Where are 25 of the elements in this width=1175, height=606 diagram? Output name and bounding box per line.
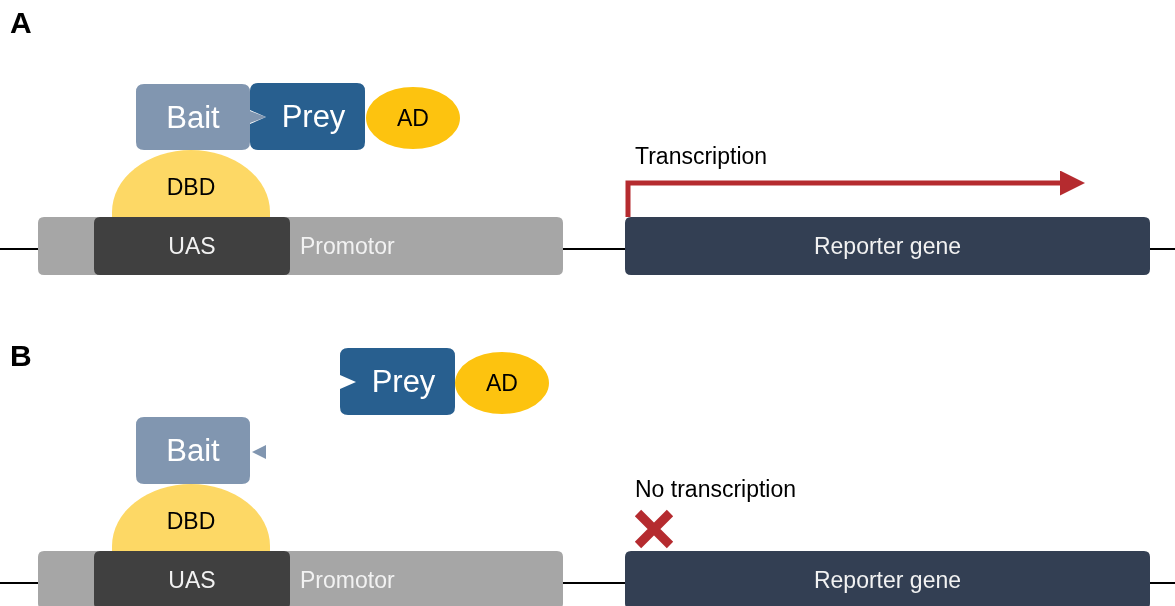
dna-strand-line: [1149, 248, 1175, 250]
node-label: UAS: [168, 568, 216, 592]
node-label: AD: [397, 106, 429, 130]
node-label: AD: [486, 371, 518, 395]
edge-label: Transcription: [635, 145, 768, 168]
node-label: Prey: [371, 366, 436, 397]
dna-strand-line: [562, 248, 626, 250]
node-label: Bait: [166, 435, 220, 466]
panel-letter: B: [10, 341, 32, 371]
dna-strand-line: [562, 582, 626, 584]
dna-strand-line: [0, 248, 39, 250]
node-label: DBD: [166, 509, 216, 533]
transcription-arrow: [625, 170, 1085, 217]
node-label: UAS: [168, 234, 216, 258]
note-text: No transcription: [635, 478, 797, 501]
dna-strand-line: [1149, 582, 1175, 584]
panel-letter: A: [10, 8, 32, 38]
node-label: Bait: [166, 101, 220, 133]
node-label: Prey: [281, 101, 346, 132]
node-label: Promotor: [300, 234, 395, 258]
dna-strand-line: [0, 582, 39, 584]
node-label: Promotor: [300, 568, 395, 592]
node-label: Reporter gene: [813, 568, 961, 592]
node-label: Reporter gene: [813, 234, 961, 258]
node-label: DBD: [166, 175, 216, 199]
